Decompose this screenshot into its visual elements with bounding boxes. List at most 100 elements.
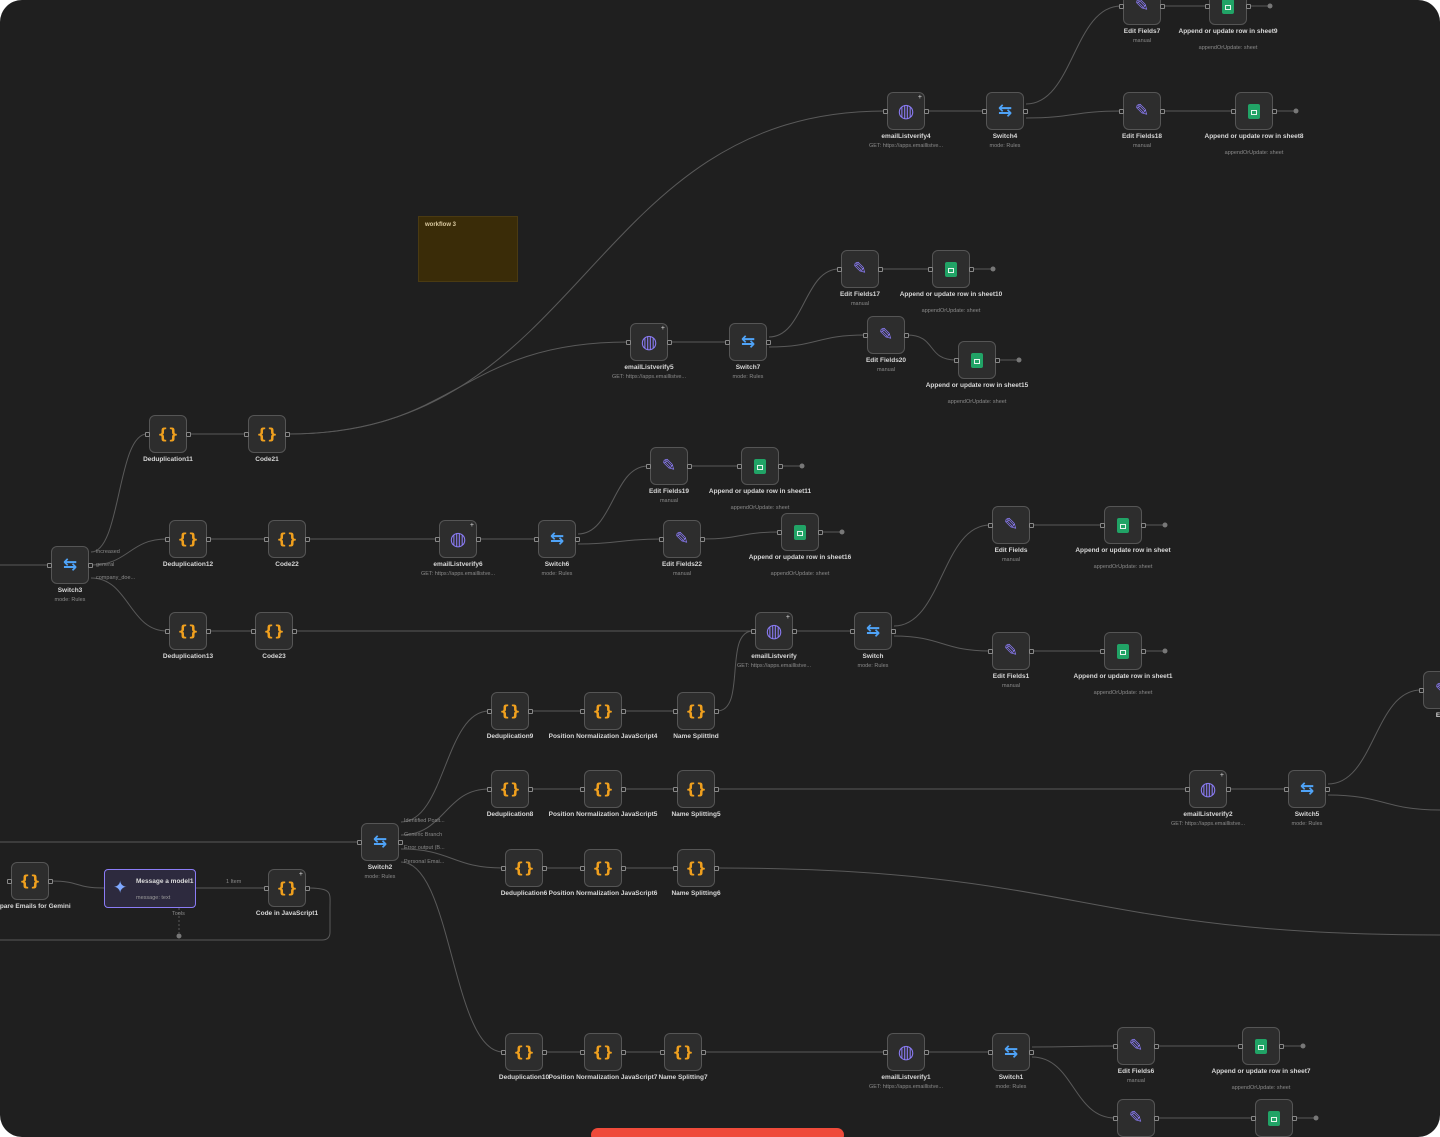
input-port[interactable]	[1185, 787, 1190, 792]
input-port[interactable]	[1419, 688, 1424, 693]
add-node-endpoint[interactable]	[1162, 648, 1168, 654]
output-port[interactable]	[542, 866, 547, 871]
input-port[interactable]	[580, 787, 585, 792]
output-port[interactable]	[714, 709, 719, 714]
output-port[interactable]	[924, 109, 929, 114]
input-port[interactable]	[145, 432, 150, 437]
input-port[interactable]	[673, 866, 678, 871]
output-port[interactable]	[904, 333, 909, 338]
output-port[interactable]	[1029, 1050, 1034, 1055]
edit-node[interactable]: ✎	[1113, 1099, 1159, 1137]
code-node[interactable]: {}	[7, 862, 53, 900]
output-port[interactable]	[1029, 523, 1034, 528]
edit-node[interactable]: ✎	[988, 632, 1034, 670]
input-port[interactable]	[501, 866, 506, 871]
output-port[interactable]	[1292, 1116, 1297, 1121]
code-node[interactable]: {}	[580, 1033, 626, 1071]
input-port[interactable]	[777, 530, 782, 535]
connection-line[interactable]	[1031, 1056, 1116, 1119]
code-node[interactable]: {}	[145, 415, 191, 453]
output-port[interactable]	[186, 432, 191, 437]
sheet-node[interactable]	[1100, 632, 1146, 670]
input-port[interactable]	[1284, 787, 1289, 792]
input-port[interactable]	[837, 267, 842, 272]
output-port[interactable]	[1246, 4, 1251, 9]
output-port[interactable]	[1226, 787, 1231, 792]
input-port[interactable]	[580, 1050, 585, 1055]
output-port[interactable]	[714, 866, 719, 871]
connection-line[interactable]	[1327, 689, 1422, 785]
edit-node[interactable]: ✎	[863, 316, 909, 354]
output-port[interactable]	[1141, 649, 1146, 654]
add-node-endpoint[interactable]	[990, 266, 996, 272]
edit-node[interactable]: ✎	[837, 250, 883, 288]
connection-line[interactable]	[893, 524, 991, 627]
output-port[interactable]	[667, 340, 672, 345]
input-port[interactable]	[954, 358, 959, 363]
output-port[interactable]	[621, 1050, 626, 1055]
input-port[interactable]	[1113, 1044, 1118, 1049]
output-port[interactable]	[1279, 1044, 1284, 1049]
connection-line[interactable]	[50, 880, 105, 889]
output-port[interactable]	[88, 563, 93, 568]
input-port[interactable]	[659, 537, 664, 542]
connection-line[interactable]	[1327, 794, 1440, 811]
edit-node[interactable]: ✎	[1113, 1027, 1159, 1065]
add-node-endpoint[interactable]	[1300, 1043, 1306, 1049]
output-port[interactable]	[969, 267, 974, 272]
input-port[interactable]	[928, 267, 933, 272]
output-port[interactable]	[621, 866, 626, 871]
input-port[interactable]	[883, 1050, 888, 1055]
code-node[interactable]: {}	[487, 692, 533, 730]
input-port[interactable]	[660, 1050, 665, 1055]
output-port[interactable]	[528, 787, 533, 792]
input-port[interactable]	[737, 464, 742, 469]
http-node[interactable]: ◍+	[626, 323, 672, 361]
add-node-endpoint[interactable]	[839, 529, 845, 535]
output-port[interactable]	[700, 537, 705, 542]
output-port[interactable]	[575, 537, 580, 542]
switch-node[interactable]: ⇆	[982, 92, 1028, 130]
edit-node[interactable]: ✎	[988, 506, 1034, 544]
input-port[interactable]	[1113, 1116, 1118, 1121]
output-port[interactable]	[995, 358, 1000, 363]
input-port[interactable]	[487, 709, 492, 714]
switch-node[interactable]: ⇆	[1284, 770, 1330, 808]
add-node-endpoint[interactable]	[1162, 522, 1168, 528]
connection-line[interactable]	[400, 861, 504, 1053]
sheet-node[interactable]	[1205, 0, 1251, 25]
connection-line[interactable]	[400, 788, 490, 836]
input-port[interactable]	[863, 333, 868, 338]
input-port[interactable]	[244, 432, 249, 437]
sheet-node[interactable]	[737, 447, 783, 485]
input-port[interactable]	[626, 340, 631, 345]
output-port[interactable]	[878, 267, 883, 272]
output-port[interactable]	[792, 629, 797, 634]
message-model-node[interactable]: ✦ Message a model1 message: text	[104, 869, 196, 908]
input-port[interactable]	[580, 866, 585, 871]
switch-node[interactable]: ⇆	[725, 323, 771, 361]
output-port[interactable]	[1154, 1044, 1159, 1049]
sheet-node[interactable]	[1238, 1027, 1284, 1065]
switch-node[interactable]: ⇆	[850, 612, 896, 650]
input-port[interactable]	[534, 537, 539, 542]
output-port[interactable]	[1160, 109, 1165, 114]
connection-line[interactable]	[90, 433, 148, 553]
http-node[interactable]: ◍+	[883, 92, 929, 130]
code-node[interactable]: {}	[580, 849, 626, 887]
http-node[interactable]: ◍+	[1185, 770, 1231, 808]
connection-line[interactable]	[768, 268, 840, 338]
output-port[interactable]	[714, 787, 719, 792]
input-port[interactable]	[982, 109, 987, 114]
connection-line[interactable]	[702, 531, 780, 540]
input-port[interactable]	[487, 787, 492, 792]
connection-line[interactable]	[716, 630, 754, 712]
output-port[interactable]	[206, 537, 211, 542]
code-node[interactable]: {}	[487, 770, 533, 808]
add-node-endpoint[interactable]	[1313, 1115, 1319, 1121]
connection-line[interactable]	[577, 465, 649, 535]
input-port[interactable]	[264, 886, 269, 891]
input-port[interactable]	[165, 537, 170, 542]
add-tool-endpoint[interactable]	[176, 933, 182, 939]
output-port[interactable]	[542, 1050, 547, 1055]
